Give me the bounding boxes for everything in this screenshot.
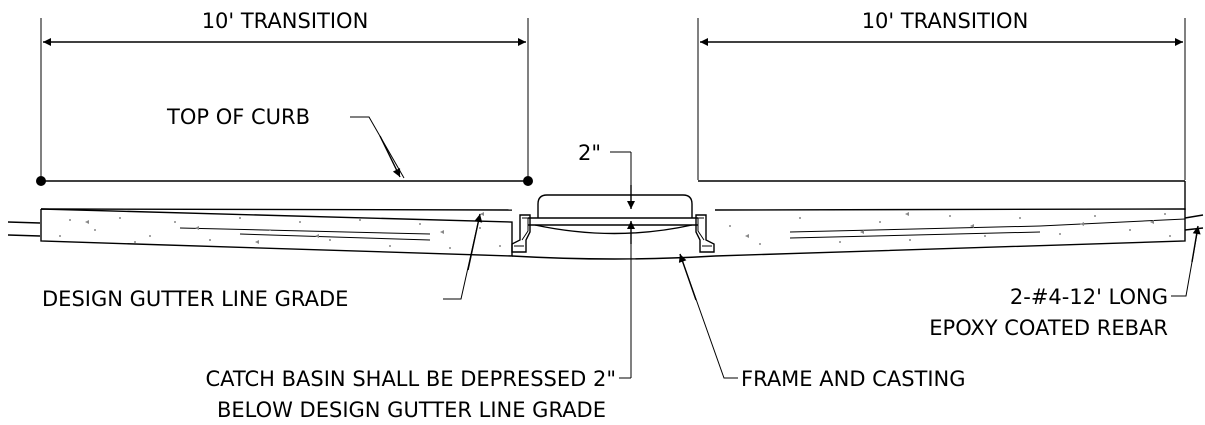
catch-basin-frame bbox=[511, 194, 715, 253]
rebar-leader bbox=[1171, 225, 1201, 297]
top-of-curb-leader bbox=[350, 116, 405, 179]
frame-casting-label: FRAME AND CASTING bbox=[741, 367, 966, 391]
transition-right-label: 10' TRANSITION bbox=[862, 9, 1029, 33]
rebar-label-line1: 2-#4-12' LONG bbox=[1010, 285, 1168, 309]
top-of-curb-label: TOP OF CURB bbox=[166, 105, 310, 129]
frame-casting-leader bbox=[678, 253, 738, 379]
depression-dimension bbox=[610, 151, 635, 379]
rebar-label-line2: EPOXY COATED REBAR bbox=[929, 316, 1168, 340]
curb-point-right bbox=[523, 176, 533, 186]
curb-point-left bbox=[36, 176, 46, 186]
design-gutter-label: DESIGN GUTTER LINE GRADE bbox=[42, 287, 348, 311]
catch-basin-label-line2: BELOW DESIGN GUTTER LINE GRADE bbox=[217, 398, 606, 422]
catch-basin-label-line1: CATCH BASIN SHALL BE DEPRESSED 2" bbox=[206, 367, 616, 391]
transition-right-dimension bbox=[697, 18, 1186, 180]
top-of-curb-line bbox=[36, 176, 1186, 210]
transition-left-dimension bbox=[40, 18, 529, 180]
depression-label: 2" bbox=[578, 141, 601, 165]
transition-left-label: 10' TRANSITION bbox=[202, 9, 369, 33]
design-gutter-leader bbox=[443, 213, 483, 300]
